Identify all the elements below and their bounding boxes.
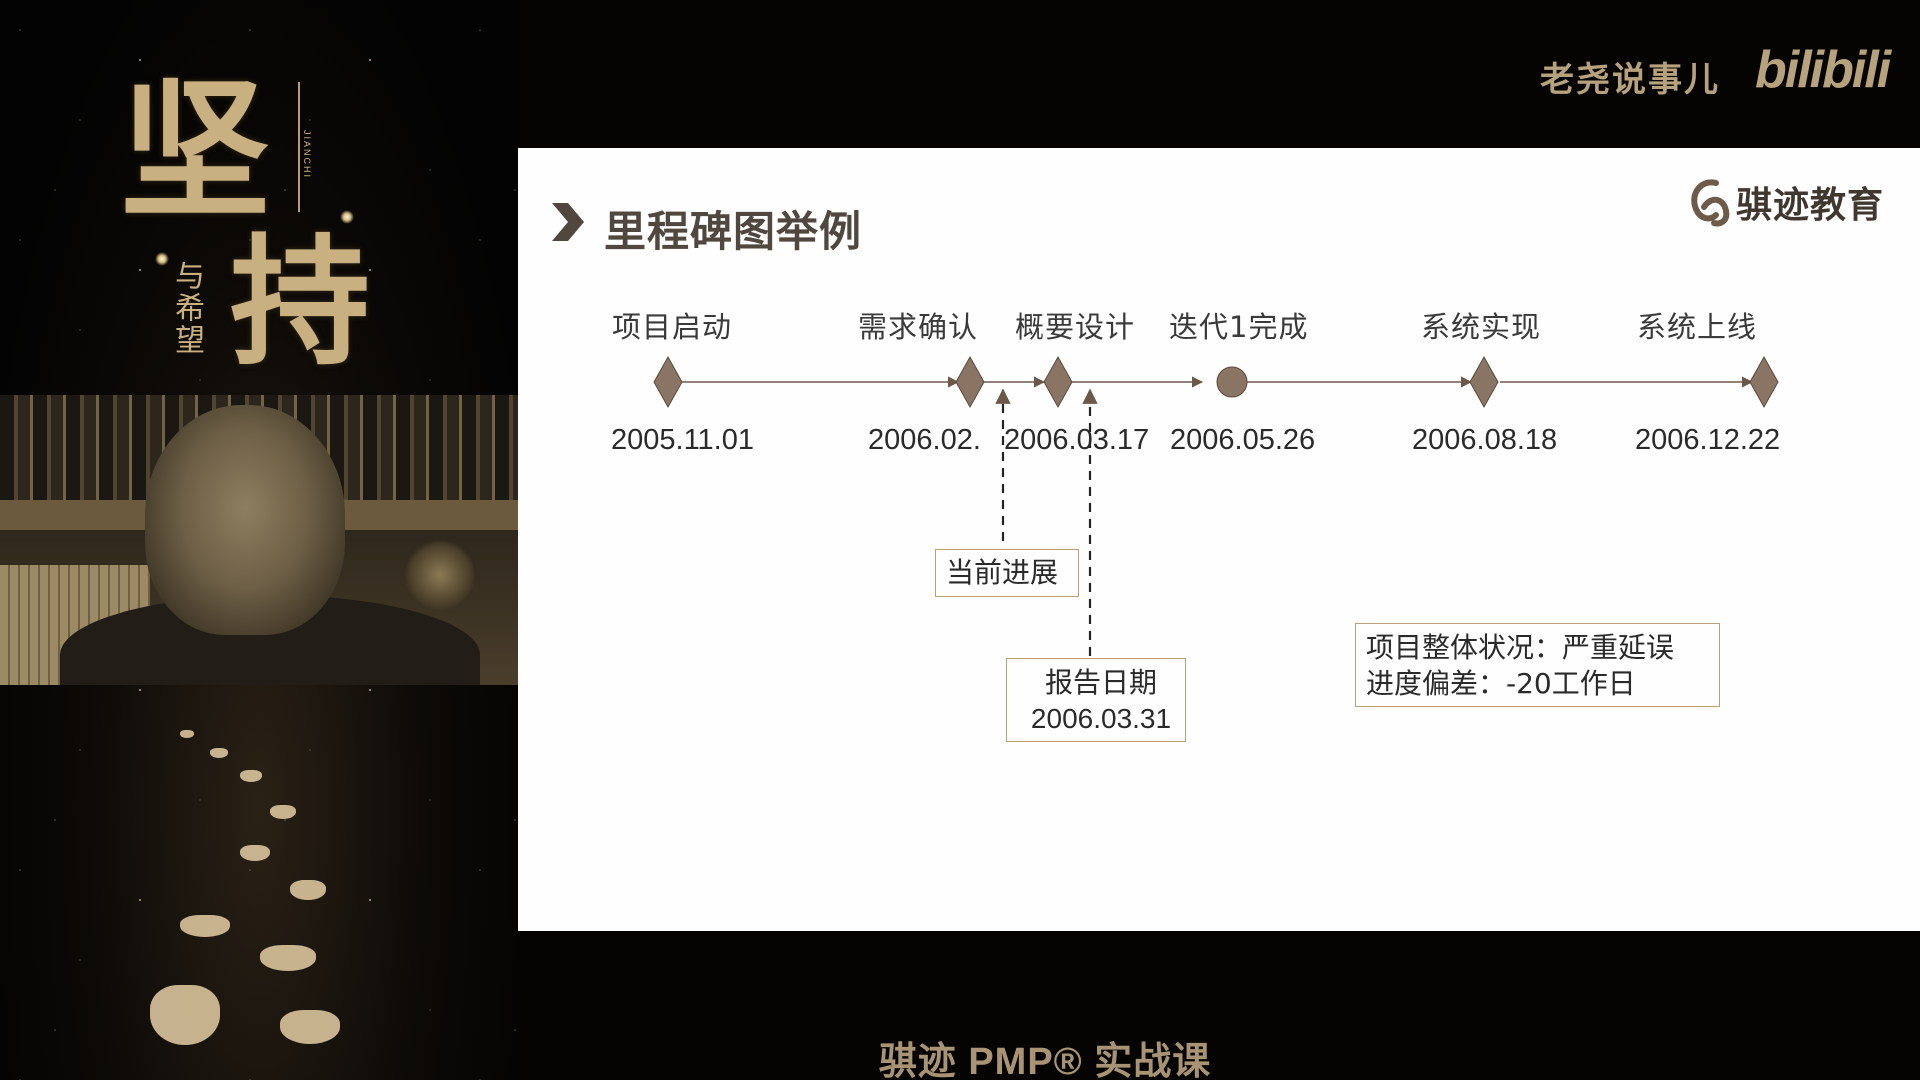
milestone-label: 系统上线: [1637, 310, 1758, 344]
plant: [405, 540, 475, 610]
footprint: [260, 945, 316, 971]
chevron-right-icon: [552, 203, 584, 241]
footprint: [210, 748, 228, 758]
course-title-caption: 骐迹 PMP® 实战课: [878, 1041, 1212, 1080]
footprint: [290, 880, 326, 900]
slide-title: 里程碑图举例: [604, 208, 863, 255]
webcam-feed: [0, 395, 518, 685]
milestone-date: 2006.02.: [868, 424, 981, 456]
poster-subtitle: 与希望: [169, 260, 204, 356]
milestone-date: 2006.12.22: [1635, 424, 1781, 456]
current-progress-box: 当前进展: [935, 549, 1079, 597]
milestone-diamond: [1749, 355, 1779, 409]
report-date-label: 报告日期: [1044, 666, 1157, 699]
milestone-label: 迭代1完成: [1169, 310, 1309, 344]
ribbon-logo-icon: [1691, 179, 1730, 227]
milestone-circle: [1216, 366, 1248, 398]
footprint: [270, 805, 296, 819]
channel-name: 老尧说事儿: [1540, 61, 1720, 99]
footprint: [280, 1010, 340, 1044]
brand-name: 骐迹教育: [1736, 184, 1885, 225]
milestone-date: 2005.11.01: [611, 424, 754, 456]
milestone-diamond: [653, 355, 683, 409]
poster-title-char: 持: [230, 221, 371, 385]
project-status-line: 项目整体状况：严重延误: [1366, 631, 1675, 664]
decorative-line: [298, 82, 300, 212]
milestone-diamond: [1043, 355, 1073, 409]
star-glow: [340, 210, 354, 224]
star-glow: [155, 252, 169, 266]
milestone-label: 需求确认: [858, 310, 979, 344]
milestone-label: 项目启动: [612, 310, 733, 344]
current-progress-label: 当前进展: [946, 556, 1059, 589]
milestone-diamond: [955, 355, 985, 409]
presenter-face: [145, 405, 345, 635]
bilibili-logo: bilibili: [1755, 41, 1891, 99]
milestone-label: 概要设计: [1015, 310, 1136, 344]
footprint: [180, 730, 194, 738]
milestone-date: 2006.08.18: [1412, 424, 1558, 456]
footprints-illustration: [140, 730, 400, 1060]
footprint: [240, 845, 270, 861]
footprint: [180, 915, 230, 937]
report-date-box: 报告日期 2006.03.31: [1006, 658, 1186, 742]
project-status-box: 项目整体状况：严重延误 进度偏差：-20工作日: [1355, 623, 1720, 707]
presentation-slide: 里程碑图举例 骐迹教育 项目启动 需求确认 概要设计 迭代1完成 系统实现 系统…: [518, 148, 1920, 931]
left-poster-panel: 坚 持 与希望 JIANCHI: [0, 0, 518, 1080]
brand-logo: 骐迹教育: [1686, 172, 1884, 232]
milestone-date: 2006.05.26: [1170, 424, 1316, 456]
poster-title-char: 坚: [120, 63, 271, 239]
poster-pinyin: JIANCHI: [302, 130, 312, 180]
milestone-diamond: [1469, 355, 1499, 409]
milestone-chart: [552, 203, 1779, 656]
milestone-label: 系统实现: [1421, 310, 1542, 344]
footprint: [240, 770, 262, 782]
footprint: [150, 985, 220, 1045]
report-date-value: 2006.03.31: [1030, 703, 1172, 734]
schedule-variance-line: 进度偏差：-20工作日: [1366, 667, 1636, 700]
poster-title: 坚 持 与希望 JIANCHI: [120, 30, 380, 390]
milestone-date: 2006.03.17: [1004, 424, 1150, 456]
